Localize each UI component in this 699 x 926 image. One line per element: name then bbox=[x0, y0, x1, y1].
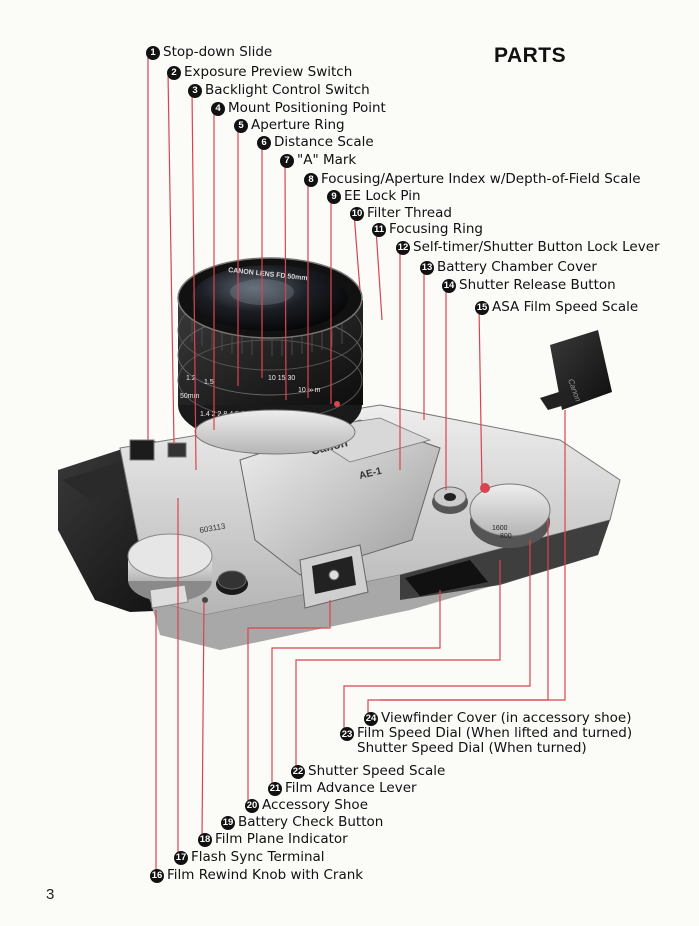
part-text: Film Plane Indicator bbox=[215, 831, 348, 847]
part-text: Focusing Ring bbox=[389, 221, 483, 237]
part-number-badge: 1 bbox=[146, 45, 160, 60]
page-title: PARTS bbox=[494, 44, 567, 67]
part-text: Battery Chamber Cover bbox=[437, 259, 597, 275]
part-text: Accessory Shoe bbox=[262, 797, 368, 813]
part-text: Viewfinder Cover (in accessory shoe) bbox=[381, 710, 632, 726]
part-number-badge: 13 bbox=[420, 260, 434, 275]
part-number-badge: 22 bbox=[291, 764, 305, 779]
part-text-secondary: Shutter Speed Dial (When turned) bbox=[357, 740, 587, 756]
part-number-badge: 10 bbox=[350, 206, 364, 221]
part-text: Shutter Speed Scale bbox=[308, 763, 446, 779]
part-number-badge: 8 bbox=[304, 172, 318, 187]
part-number-badge: 17 bbox=[174, 850, 188, 865]
svg-text:800: 800 bbox=[500, 533, 512, 540]
part-text: Filter Thread bbox=[367, 205, 452, 221]
part-text: Battery Check Button bbox=[238, 814, 384, 830]
part-number-badge: 12 bbox=[396, 240, 410, 255]
part-number-badge: 18 bbox=[198, 832, 212, 847]
part-text: Flash Sync Terminal bbox=[191, 849, 325, 865]
viewfinder-cover: Canon bbox=[540, 330, 612, 410]
part-number-badge: 14 bbox=[442, 278, 456, 293]
battery-check-button bbox=[216, 570, 248, 595]
part-number-badge: 24 bbox=[364, 711, 378, 726]
part-number-badge: 4 bbox=[211, 101, 225, 116]
rewind-knob bbox=[127, 533, 213, 609]
part-number-badge: 15 bbox=[475, 300, 489, 315]
shutter-release bbox=[432, 486, 468, 514]
film-plane-mark bbox=[202, 597, 208, 603]
page-number: 3 bbox=[46, 886, 55, 903]
part-number-badge: 3 bbox=[188, 83, 202, 98]
svg-text:AE-1: AE-1 bbox=[358, 466, 383, 482]
part-text: Backlight Control Switch bbox=[205, 82, 370, 98]
part-number-badge: 6 bbox=[257, 135, 271, 150]
part-text: Exposure Preview Switch bbox=[184, 64, 353, 80]
part-number-badge: 9 bbox=[327, 189, 341, 204]
lens: CANON LENS FD 50mm 1.2 1.5 10 15 30 10 ∞… bbox=[177, 257, 363, 455]
svg-text:1.2: 1.2 bbox=[186, 375, 196, 382]
part-text: Film Rewind Knob with Crank bbox=[167, 867, 364, 883]
part-text: "A" Mark bbox=[297, 152, 357, 168]
part-text: Shutter Release Button bbox=[459, 277, 616, 293]
part-number-badge: 20 bbox=[245, 798, 259, 813]
part-text: Film Speed Dial (When lifted and turned) bbox=[357, 725, 633, 741]
svg-text:10 15 30: 10 15 30 bbox=[268, 375, 295, 382]
part-text: ASA Film Speed Scale bbox=[492, 299, 639, 315]
part-text: Mount Positioning Point bbox=[228, 100, 386, 116]
part-number-badge: 21 bbox=[268, 781, 282, 796]
svg-text:10 ∞ m: 10 ∞ m bbox=[298, 387, 321, 394]
svg-text:1600: 1600 bbox=[492, 525, 508, 532]
part-label-7: 7"A" Mark bbox=[280, 152, 356, 169]
svg-text:50mm: 50mm bbox=[180, 393, 200, 400]
stop-down-slide bbox=[129, 439, 187, 461]
part-text: Self-timer/Shutter Button Lock Lever bbox=[413, 239, 660, 255]
part-number-badge: 23 bbox=[340, 727, 354, 741]
part-text: Distance Scale bbox=[274, 134, 374, 150]
part-text: Focusing/Aperture Index w/Depth-of-Field… bbox=[321, 171, 641, 187]
shutter-dial: 1600 800 bbox=[469, 483, 551, 548]
part-number-badge: 11 bbox=[372, 222, 386, 237]
part-text: Film Advance Lever bbox=[285, 780, 417, 796]
part-number-badge: 5 bbox=[234, 118, 248, 133]
part-number-badge: 16 bbox=[150, 868, 164, 883]
part-text: EE Lock Pin bbox=[344, 188, 421, 204]
part-number-badge: 7 bbox=[280, 153, 294, 168]
part-number-badge: 2 bbox=[167, 65, 181, 80]
svg-text:1.5: 1.5 bbox=[204, 379, 214, 386]
part-text: Aperture Ring bbox=[251, 117, 345, 133]
part-number-badge: 19 bbox=[221, 815, 235, 830]
part-text: Stop-down Slide bbox=[163, 44, 273, 60]
